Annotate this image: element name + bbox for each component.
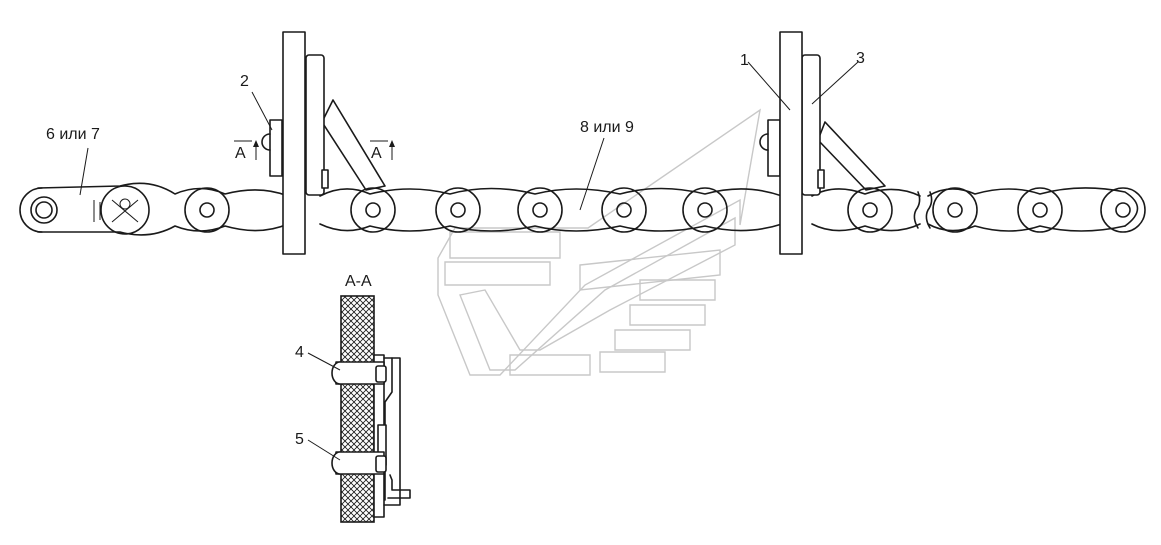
callout-6-or-7: 6 или 7 bbox=[46, 126, 100, 143]
section-mark-right: A bbox=[370, 140, 395, 162]
chain-roller bbox=[1100, 187, 1146, 233]
chain-roller bbox=[350, 187, 396, 233]
leader-lines bbox=[79, 61, 859, 461]
watermark-logo-icon bbox=[437, 108, 761, 376]
callout-3: 3 bbox=[856, 50, 865, 67]
chain-roller bbox=[932, 187, 978, 233]
svg-text:A: A bbox=[371, 145, 382, 162]
chain-roller bbox=[601, 187, 647, 233]
callout-2: 2 bbox=[240, 73, 249, 90]
scraper-left bbox=[261, 31, 386, 255]
callout-8-or-9: 8 или 9 bbox=[580, 119, 634, 136]
svg-text:A: A bbox=[235, 145, 246, 162]
chain-roller bbox=[435, 187, 481, 233]
chain-roller bbox=[1017, 187, 1063, 233]
section-view-a-a bbox=[331, 295, 411, 523]
section-title: А-А bbox=[345, 273, 372, 290]
scraper-right bbox=[759, 31, 886, 255]
callout-4: 4 bbox=[295, 344, 304, 361]
chain-roller bbox=[517, 187, 563, 233]
section-mark-left: A bbox=[234, 140, 259, 162]
chain-roller bbox=[184, 187, 230, 233]
chain-roller bbox=[682, 187, 728, 233]
chain-roller bbox=[847, 187, 893, 233]
callout-5: 5 bbox=[295, 431, 304, 448]
roller-chain bbox=[19, 182, 1146, 236]
callout-1: 1 bbox=[740, 52, 749, 69]
